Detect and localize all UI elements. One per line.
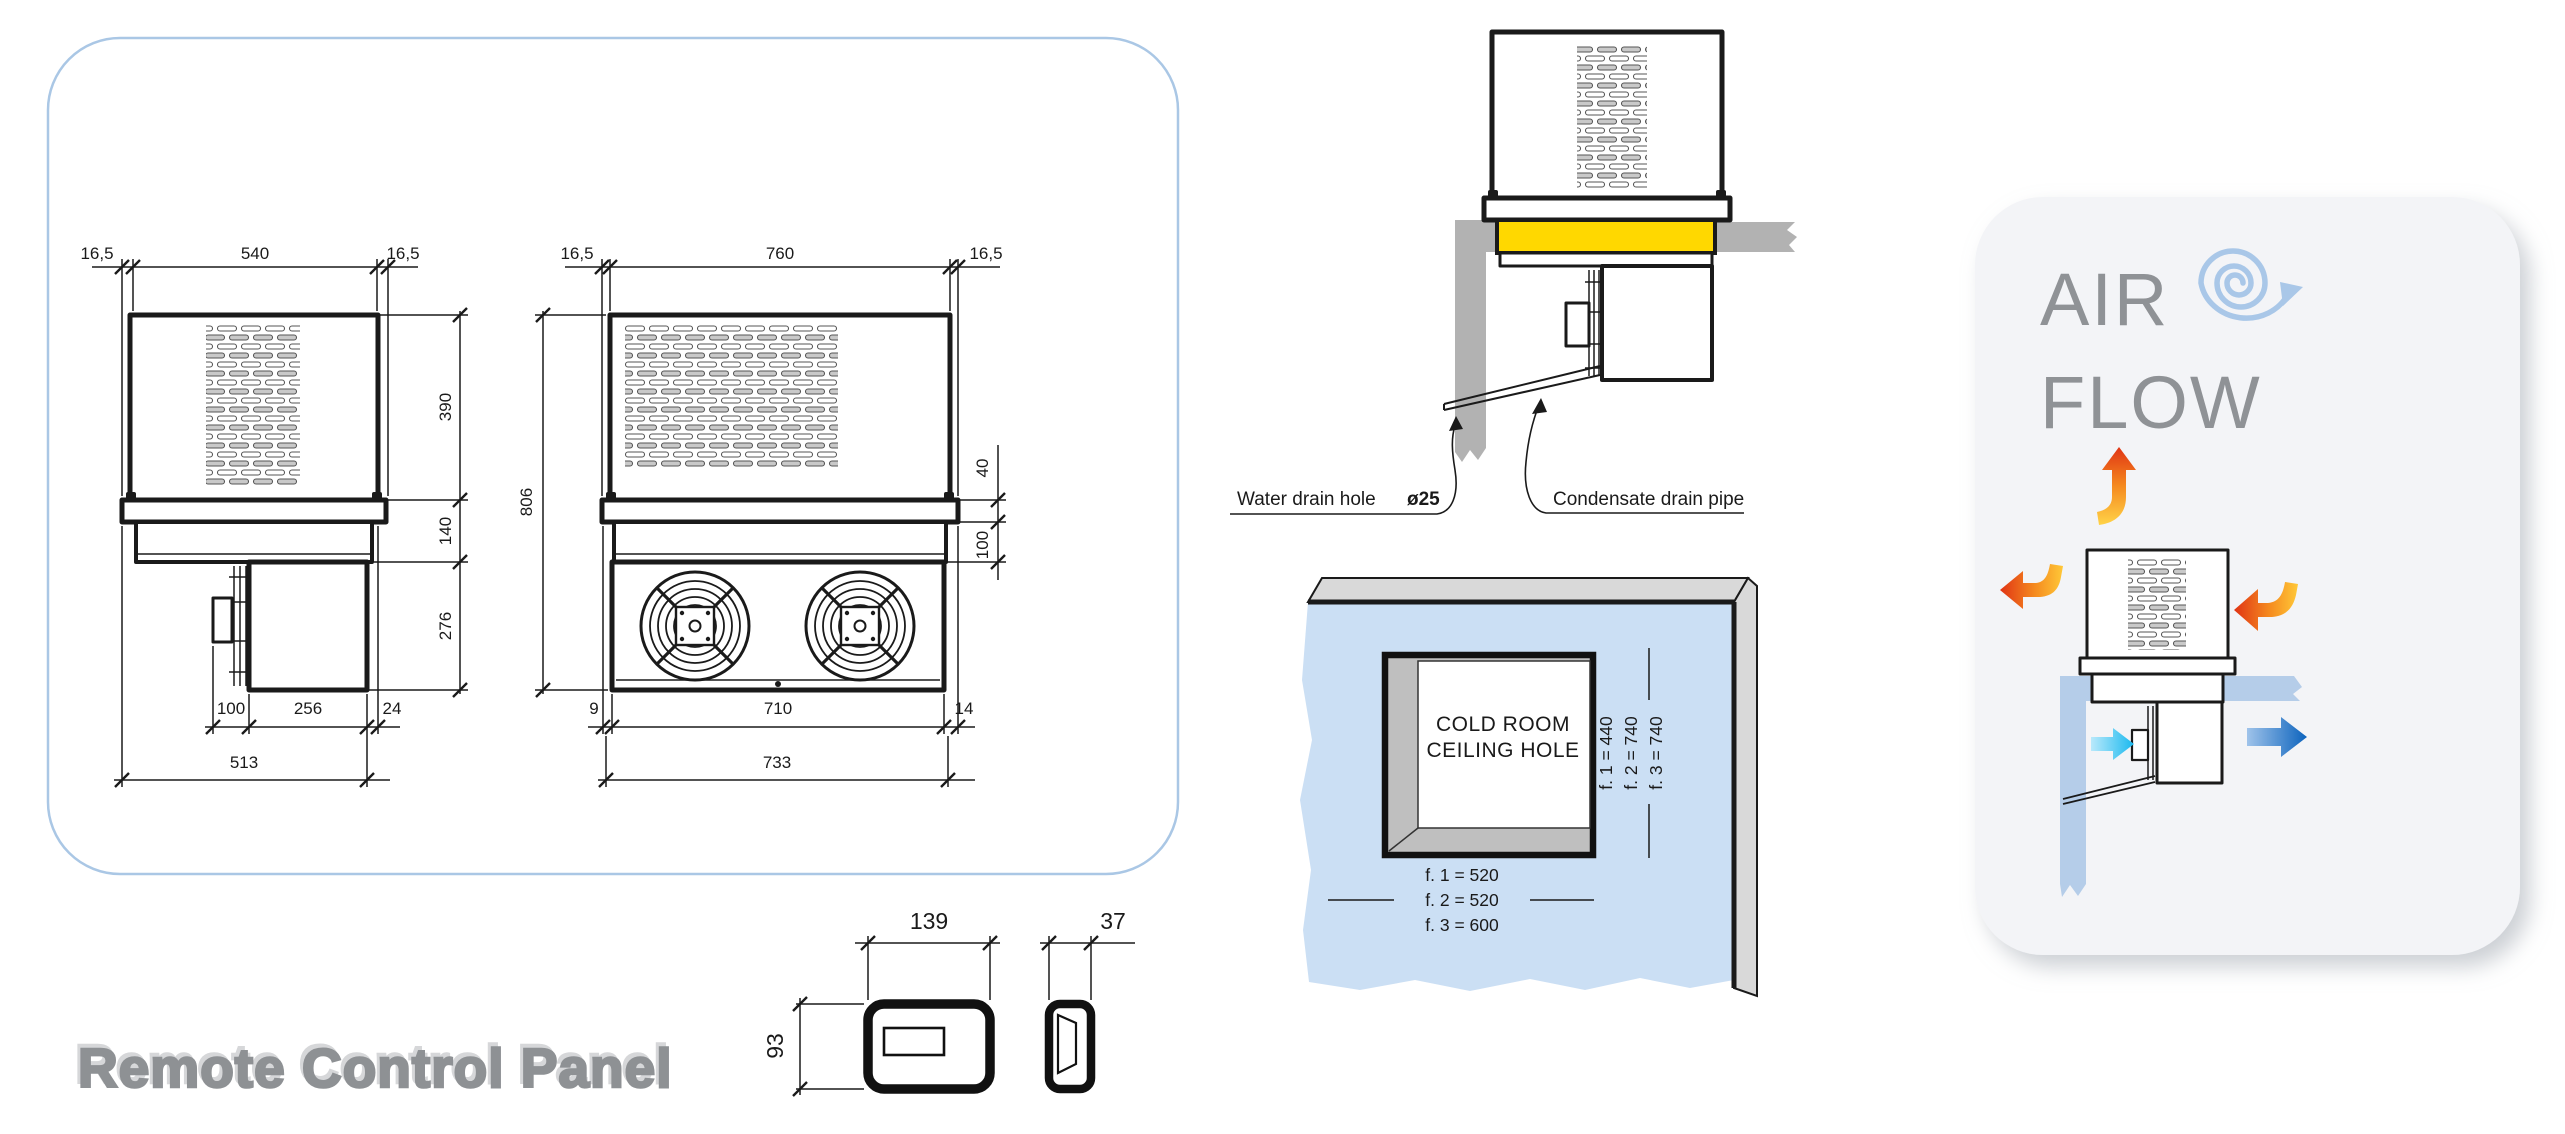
dim-label: 9 [589, 699, 598, 718]
airflow-supply-arrow-icon [2091, 728, 2134, 760]
water-drain-leader [1230, 425, 1457, 515]
cold-room-wall-left [2060, 676, 2092, 897]
vent-grille [2128, 558, 2186, 650]
vent-grille [625, 324, 838, 468]
water-drain-label: Water drain hole [1237, 489, 1376, 510]
dim-label: 513 [230, 753, 258, 772]
left-side-view-drawing: 16,5 540 16,5 390 140 276 100 256 24 513 [80, 244, 469, 789]
remote-control-panel-section: Remote Control Panel Remote Control Pane… [74, 908, 1135, 1100]
hole-title-line2: CEILING HOLE [1426, 739, 1579, 762]
dim-label: 16,5 [560, 244, 593, 263]
remote-title: Remote Control Panel [78, 1037, 673, 1099]
condensate-label: Condensate drain pipe [1553, 489, 1744, 510]
cold-room-ceiling-hole-diagram: COLD ROOM CEILING HOLE f. 1 = 440 f. 2 =… [1300, 576, 1758, 998]
dim-label: 14 [955, 699, 974, 718]
hole-bottom-dim: f. 1 = 520 [1425, 865, 1499, 885]
remote-title-shadow: Remote Control Panel [75, 1033, 670, 1095]
heat-exchanger-fins [229, 566, 251, 686]
airflow-up-arrow-icon [2097, 447, 2136, 525]
vent-grille [206, 325, 300, 487]
vent-grille [1577, 45, 1647, 188]
airflow-intake-arrow-icon [2234, 582, 2298, 631]
airflow-title-word1: AIR [2040, 258, 2169, 341]
fan-grille-icon [639, 570, 751, 682]
hole-bottom-dim: f. 3 = 600 [1425, 915, 1499, 935]
ceiling-installation-diagram: Water drain hole ø25 Condensate drain pi… [1230, 29, 1797, 515]
dim-label: 390 [436, 393, 455, 421]
ceiling-right-face [1733, 576, 1758, 998]
ceiling-seal [1495, 218, 1717, 255]
water-drain-diameter: ø25 [1407, 489, 1440, 510]
airflow-panel: AIR FLOW [1975, 197, 2520, 955]
dim-label: 760 [766, 244, 794, 263]
ceiling-panel-right [1716, 222, 1797, 252]
dim-label: 540 [241, 244, 269, 263]
leader-arrowhead [1449, 416, 1463, 431]
condensate-leader [1524, 404, 1744, 514]
airflow-panel-background [1975, 197, 2520, 955]
remote-control-panel-drawing: 139 37 93 [762, 908, 1135, 1098]
dim-label: 710 [764, 699, 792, 718]
hole-title-line1: COLD ROOM [1436, 713, 1570, 736]
mini-unit-drawing [2062, 548, 2237, 805]
ceiling-top-face [1306, 577, 1750, 603]
dim-label: 139 [910, 908, 948, 934]
drain-connector [211, 596, 234, 644]
drain-connector [1564, 301, 1591, 348]
ceiling-panel-left [1455, 220, 1497, 462]
hole-side-dim: f. 2 = 740 [1621, 716, 1641, 790]
front-view-drawing: 16,5 760 16,5 806 40 100 9 710 14 733 [517, 244, 1007, 789]
airflow-exhaust-arrow-icon [2247, 717, 2307, 757]
remote-display [882, 1026, 946, 1057]
dim-label: 276 [436, 612, 455, 640]
drain-connector [2130, 728, 2150, 762]
dim-label: 100 [973, 531, 992, 559]
airflow-left-arrow-icon [2000, 564, 2063, 609]
dim-label: 806 [517, 488, 536, 516]
dim-label: 16,5 [386, 244, 419, 263]
airflow-swirl-icon [2198, 248, 2303, 321]
leader-arrowhead [1532, 398, 1547, 414]
airflow-title-word2: FLOW [2040, 361, 2262, 444]
drain-pipe [2062, 775, 2156, 800]
dim-label: 733 [763, 753, 791, 772]
dim-label: 93 [762, 1033, 788, 1059]
dim-label: 140 [436, 517, 455, 545]
hole-bottom-dim: f. 2 = 520 [1425, 890, 1499, 910]
hole-side-dim: f. 3 = 740 [1646, 716, 1666, 790]
hole-side-dim: f. 1 = 440 [1596, 716, 1616, 790]
dim-label: 100 [217, 699, 245, 718]
dim-label: 40 [973, 459, 992, 478]
dim-label: 16,5 [969, 244, 1002, 263]
dim-label: 37 [1100, 908, 1126, 934]
dim-label: 256 [294, 699, 322, 718]
cold-room-ceiling-right [2223, 676, 2302, 701]
dim-label: 24 [383, 699, 402, 718]
dim-label: 16,5 [80, 244, 113, 263]
dimension-panel-border [46, 36, 1180, 876]
fan-grille-icon [804, 570, 916, 682]
drain-pipe [1443, 365, 1601, 411]
